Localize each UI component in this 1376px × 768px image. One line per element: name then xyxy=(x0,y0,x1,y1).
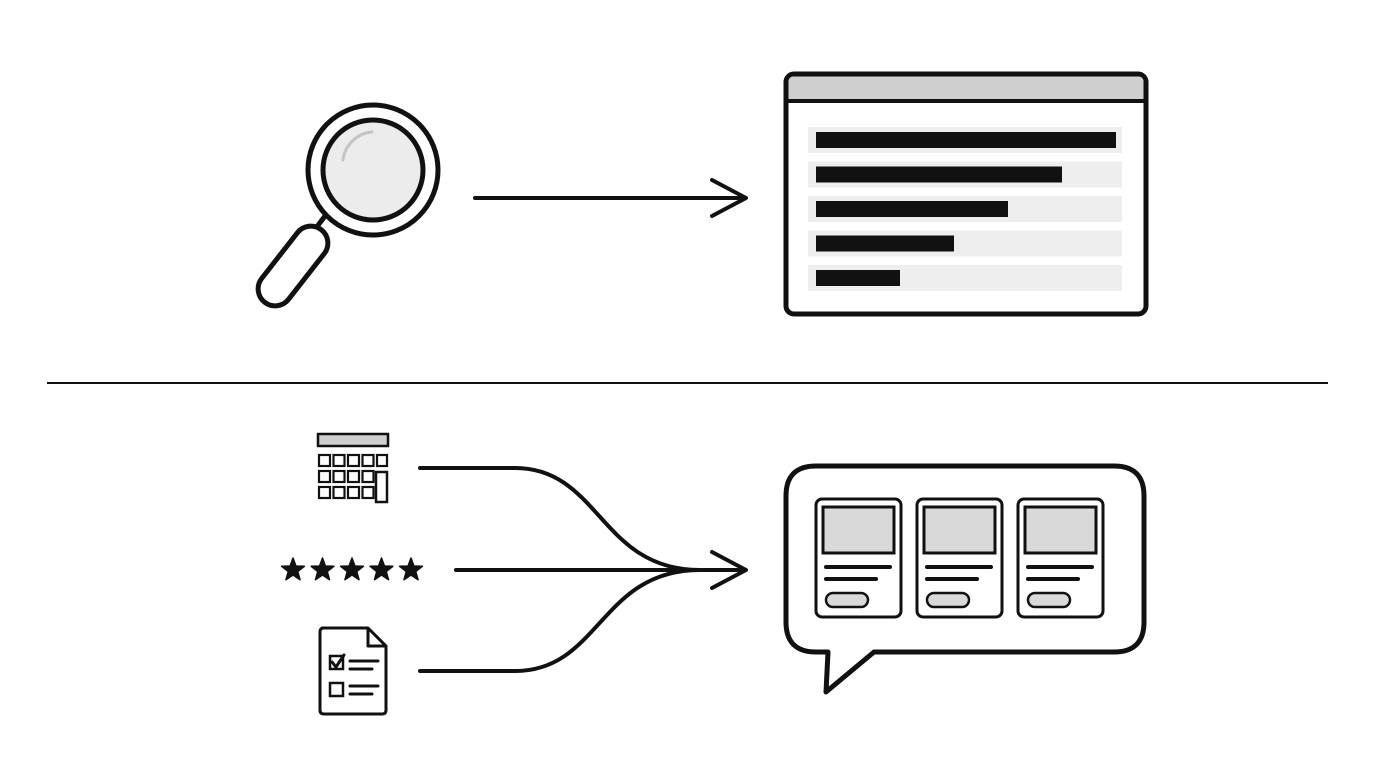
result-row-bar xyxy=(816,270,900,286)
calendar-day-cell xyxy=(375,453,389,468)
card-image-placeholder xyxy=(922,505,997,555)
star-icon xyxy=(310,557,335,581)
calendar-icon xyxy=(316,432,390,504)
result-row-bar xyxy=(816,132,1116,148)
result-row xyxy=(808,161,1122,188)
results-list-window xyxy=(783,71,1149,317)
card-image-placeholder xyxy=(821,505,896,555)
merge-arrows xyxy=(418,466,748,673)
card-button-placeholder xyxy=(1026,591,1072,609)
calendar-day-cell xyxy=(346,469,361,484)
calendar-day-cell xyxy=(361,469,375,484)
calendar-day-cell xyxy=(332,485,346,500)
star-icon xyxy=(339,557,365,581)
calendar-day-cell xyxy=(361,485,375,500)
product-card xyxy=(814,497,903,619)
result-row xyxy=(808,196,1122,222)
star-rating-icon xyxy=(280,557,424,581)
star-icon xyxy=(398,557,424,581)
calendar-day-cell xyxy=(346,453,361,468)
product-card xyxy=(1016,497,1105,619)
result-rows xyxy=(808,127,1122,291)
result-row xyxy=(808,265,1122,291)
result-row-bar xyxy=(816,166,1062,183)
top-arrow xyxy=(473,178,748,218)
result-row xyxy=(808,230,1122,257)
magnifying-glass-icon xyxy=(255,102,441,309)
calendar-day-cell xyxy=(346,485,361,500)
result-row xyxy=(808,127,1122,153)
merge-path-bottom xyxy=(418,568,702,673)
result-row-bar xyxy=(816,235,954,252)
product-card xyxy=(915,497,1004,619)
card-button-placeholder xyxy=(824,591,870,609)
calendar-day-cell xyxy=(332,469,346,484)
product-cards xyxy=(814,497,1105,619)
result-row-bar xyxy=(816,201,1008,217)
checklist-document-icon xyxy=(318,626,388,716)
chat-bubble-with-cards xyxy=(783,463,1147,695)
calendar-day-cell xyxy=(317,453,332,468)
card-button-placeholder xyxy=(925,591,971,609)
star-icon xyxy=(369,557,394,581)
merge-path-top xyxy=(418,466,702,572)
card-image-placeholder xyxy=(1023,505,1098,555)
calendar-day-cell xyxy=(317,469,332,484)
calendar-day-cell xyxy=(317,485,332,500)
star-icon xyxy=(280,557,306,581)
calendar-day-cell xyxy=(332,453,346,468)
calendar-day-cell xyxy=(361,453,375,468)
merge-arrowhead xyxy=(710,550,748,590)
